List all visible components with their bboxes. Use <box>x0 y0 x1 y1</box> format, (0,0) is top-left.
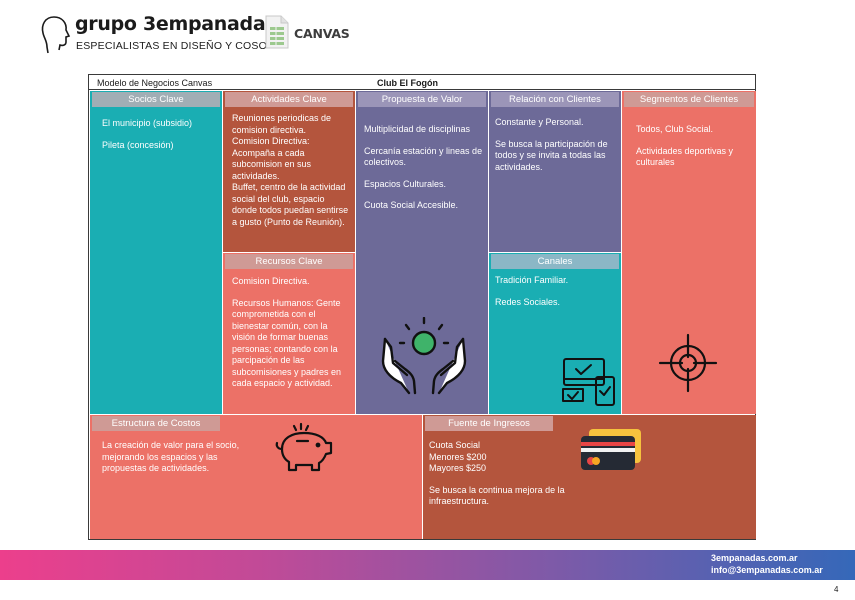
block-title: Relación con Clientes <box>491 92 619 107</box>
content-line: Constante y Personal. <box>495 117 584 127</box>
content-line: Recursos Humanos: Gente comprometida con… <box>232 297 342 389</box>
block-fuente-ingresos: Fuente de Ingresos Cuota Social Menores … <box>423 415 756 539</box>
block-propuesta-valor: Propuesta de Valor Multiplicidad de disc… <box>356 91 488 414</box>
block-content: Comision Directiva. Recursos Humanos: Ge… <box>232 276 350 390</box>
block-relacion-clientes: Relación con Clientes Constante y Person… <box>489 91 621 252</box>
footer-contact: 3empanadas.com.ar info@3empanadas.com.ar <box>711 553 823 576</box>
brand-logo: grupo 3empanadas ESPECIALISTAS EN DISEÑO… <box>40 12 277 56</box>
block-segmentos-clientes: Segmentos de Clientes Todos, Club Social… <box>622 91 756 414</box>
business-model-canvas: Modelo de Negocios Canvas Club El Fogón … <box>88 74 756 540</box>
content-line: Mayores $250 <box>429 463 487 473</box>
content-line: Cuota Social Accesible. <box>364 200 459 210</box>
block-title: Socios Clave <box>92 92 220 107</box>
block-content: Cuota Social Menores $200 Mayores $250 S… <box>429 440 599 518</box>
block-title: Estructura de Costos <box>92 416 220 431</box>
block-socios-clave: Socios Clave El municipio (subsidio) Pil… <box>90 91 222 414</box>
page-number: 4 <box>834 585 839 594</box>
brand-name: grupo 3empanadas <box>75 13 277 35</box>
content-line: El municipio (subsidio) <box>102 118 193 128</box>
block-title: Fuente de Ingresos <box>425 416 553 431</box>
canvas-header: Modelo de Negocios Canvas Club El Fogón <box>89 75 755 90</box>
block-content: La creación de valor para el socio, mejo… <box>102 440 260 485</box>
block-title: Canales <box>491 254 619 269</box>
content-line: Se busca la continua mejora de la infrae… <box>429 484 565 507</box>
content-line: Pileta (concesión) <box>102 139 174 150</box>
head-profile-icon <box>41 16 71 54</box>
spreadsheet-doc-icon <box>265 15 289 49</box>
block-estructura-costos: Estructura de Costos La creación de valo… <box>90 415 422 539</box>
content-line: La creación de valor para el socio, mejo… <box>102 440 240 473</box>
content-line: Espacios Culturales. <box>364 178 447 189</box>
block-content: El municipio (subsidio) Pileta (concesió… <box>102 118 217 161</box>
devices-check-icon <box>562 358 615 406</box>
block-canales: Canales Tradición Familiar. Redes Social… <box>489 253 621 414</box>
content-line: Buffet, centro de la actividad social de… <box>232 182 349 227</box>
content-line: Multiplicidad de disciplinas <box>364 124 471 134</box>
block-content: Todos, Club Social. Actividades deportiv… <box>636 124 754 179</box>
block-content: Constante y Personal. Se busca la partic… <box>495 117 615 183</box>
content-line: Actividades deportivas y culturales <box>636 145 734 168</box>
piggy-bank-icon <box>275 422 333 472</box>
block-actividades-clave: Actividades Clave Reuniones periodicas d… <box>223 91 355 252</box>
content-line: Reuniones periodicas de comision directi… <box>232 113 332 135</box>
credit-cards-icon <box>581 429 641 470</box>
block-title: Segmentos de Clientes <box>624 92 754 107</box>
footer-email[interactable]: info@3empanadas.com.ar <box>711 564 823 575</box>
document-title: CANVAS <box>294 26 350 41</box>
block-title: Actividades Clave <box>225 92 353 107</box>
block-content: Multiplicidad de disciplinas Cercanía es… <box>364 124 484 222</box>
content-line: Comision Directiva. <box>232 276 310 286</box>
content-line: Redes Sociales. <box>495 296 561 307</box>
content-line: Cuota Social <box>429 440 481 450</box>
content-line: Menores $200 <box>429 451 487 462</box>
model-label: Modelo de Negocios Canvas <box>97 78 213 88</box>
block-recursos-clave: Recursos Clave Comision Directiva. Recur… <box>223 253 355 414</box>
footer-bar: 3empanadas.com.ar info@3empanadas.com.ar <box>0 550 855 580</box>
content-line: Tradición Familiar. <box>495 275 569 285</box>
block-title: Propuesta de Valor <box>358 92 486 107</box>
block-title: Recursos Clave <box>225 254 353 269</box>
hands-gem-icon <box>381 317 467 395</box>
target-crosshair-icon <box>658 333 718 393</box>
block-content: Tradición Familiar. Redes Sociales. <box>495 275 615 318</box>
content-line: Se busca la participación de todos y se … <box>495 138 608 172</box>
brand-tagline: ESPECIALISTAS EN DISEÑO Y COSO <box>76 40 267 52</box>
content-line: Todos, Club Social. <box>636 124 714 134</box>
club-name: Club El Fogón <box>377 78 438 88</box>
footer-website[interactable]: 3empanadas.com.ar <box>711 553 798 563</box>
content-line: Comision Directiva: Acompaña a cada subc… <box>232 136 312 181</box>
block-content: Reuniones periodicas de comision directi… <box>232 113 350 228</box>
content-line: Cercanía estación y lineas de colectivos… <box>364 145 483 168</box>
